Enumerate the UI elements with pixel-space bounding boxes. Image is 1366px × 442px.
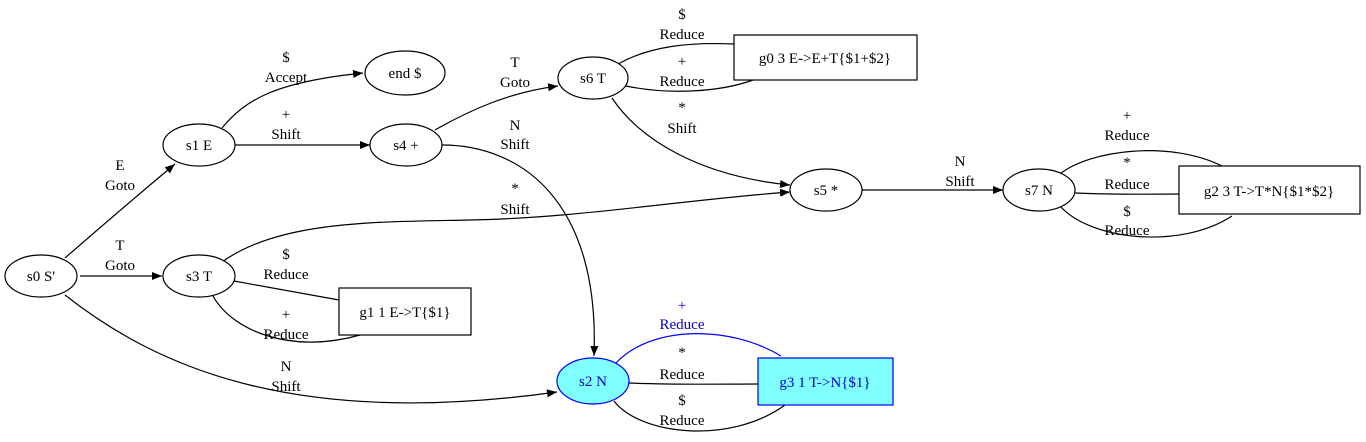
node-s7: s7 N — [1002, 168, 1076, 212]
edge-label-symbol: T — [510, 55, 519, 71]
edge-label-action: Reduce — [660, 317, 705, 333]
edge-s0-s2: N Shift — [64, 294, 558, 404]
edge-s2-g3-dollar: $ Reduce — [613, 393, 786, 432]
edge-label-action: Shift — [945, 174, 975, 190]
edge-label-symbol: + — [282, 107, 290, 123]
node-g0: g0 3 E->E+T{$1+$2} — [733, 34, 918, 81]
node-g2: g2 3 T->T*N{$1*$2} — [1178, 165, 1361, 215]
edge-label-symbol: * — [678, 345, 686, 361]
edge-label-symbol: + — [1123, 108, 1131, 124]
node-label: s0 S' — [27, 269, 55, 285]
node-label: s5 * — [814, 183, 839, 199]
edge-label-action: Reduce — [264, 327, 309, 343]
node-label: s1 E — [186, 138, 212, 154]
edge-label-symbol: + — [678, 54, 686, 70]
edge-label-action: Reduce — [264, 267, 309, 283]
edge-label-symbol: N — [510, 118, 521, 134]
edge-label-symbol: $ — [282, 50, 290, 66]
edge-label-action: Shift — [667, 121, 697, 137]
edge-s0-s3: T Goto — [80, 238, 162, 280]
node-label: g0 3 E->E+T{$1+$2} — [759, 51, 891, 67]
node-s0: s0 S' — [4, 254, 78, 298]
node-label: s6 T — [580, 71, 606, 87]
edge-s6-g0-dollar: $ Reduce — [617, 7, 735, 65]
edge-label-action: Shift — [271, 127, 301, 143]
edge-s0-s1: E Goto — [64, 158, 176, 259]
node-g1: g1 1 E->T{$1} — [338, 287, 472, 336]
edge-s1-end: $ Accept — [221, 50, 364, 129]
node-s5: s5 * — [789, 168, 863, 212]
node-end: end $ — [364, 50, 446, 96]
edge-s4-s2: N Shift — [441, 118, 599, 357]
edge-label-action: Reduce — [660, 27, 705, 43]
edge-s7-g2-dollar: $ Reduce — [1059, 204, 1233, 239]
node-label: g3 1 T->N{$1} — [779, 375, 870, 391]
edge-s6-g0-plus: + Reduce — [625, 54, 754, 92]
node-label: s4 + — [393, 138, 419, 154]
edge-s2-g3-plus: + Reduce — [614, 298, 782, 365]
edge-s7-g2-star: * Reduce — [1074, 155, 1180, 195]
edge-label-action: Reduce — [660, 413, 705, 429]
node-g3: g3 1 T->N{$1} — [757, 357, 894, 406]
edge-label-symbol: * — [678, 100, 686, 116]
node-s6: s6 T — [557, 56, 629, 100]
edge-s6-s5: * Shift — [611, 97, 791, 188]
node-s4: s4 + — [369, 123, 443, 167]
edge-s7-g2-plus: + Reduce — [1059, 108, 1223, 175]
node-label: g1 1 E->T{$1} — [359, 305, 450, 321]
edge-s3-g1-dollar: $ Reduce — [233, 247, 340, 301]
edge-label-symbol: T — [115, 238, 124, 254]
edge-label-symbol: N — [955, 154, 966, 170]
edge-label-action: Accept — [265, 70, 308, 86]
edge-label-action: Goto — [105, 258, 135, 274]
edge-label-action: Reduce — [1105, 177, 1150, 193]
node-label: end $ — [389, 66, 422, 82]
edge-label-action: Shift — [500, 202, 530, 218]
node-s3: s3 T — [162, 254, 236, 298]
edge-label-symbol: $ — [1123, 204, 1131, 220]
edge-s5-s7: N Shift — [862, 154, 1003, 194]
edge-s3-g1-plus: + Reduce — [211, 293, 361, 343]
node-s1: s1 E — [162, 123, 236, 167]
edge-label-action: Shift — [500, 137, 530, 153]
edge-s3-s5: * Shift — [221, 181, 791, 263]
edge-label-symbol: $ — [678, 393, 686, 409]
edge-label-symbol: E — [115, 158, 124, 174]
edge-label-action: Reduce — [1105, 128, 1150, 144]
edge-label-symbol: * — [1123, 155, 1131, 171]
edge-label-action: Reduce — [660, 74, 705, 90]
edge-label-symbol: * — [511, 181, 519, 197]
node-label: s3 T — [186, 269, 212, 285]
edge-label-symbol: $ — [678, 7, 686, 23]
edge-label-symbol: $ — [282, 247, 290, 263]
edge-s4-s6: T Goto — [434, 55, 559, 131]
edge-label-symbol: + — [678, 298, 686, 314]
node-label: s7 N — [1025, 183, 1053, 199]
edge-label-symbol: + — [282, 307, 290, 323]
edge-s2-g3-star: * Reduce — [628, 345, 759, 385]
edge-label-action: Goto — [500, 75, 530, 91]
edge-label-symbol: N — [281, 359, 292, 375]
edge-label-action: Shift — [271, 379, 301, 395]
edge-label-action: Reduce — [1105, 223, 1150, 239]
edge-label-action: Reduce — [660, 367, 705, 383]
node-label: s2 N — [579, 374, 607, 390]
edge-label-action: Goto — [105, 178, 135, 194]
node-s2: s2 N — [556, 357, 630, 405]
edge-s1-s4: + Shift — [235, 107, 370, 149]
node-label: g2 3 T->T*N{$1*$2} — [1204, 184, 1334, 200]
